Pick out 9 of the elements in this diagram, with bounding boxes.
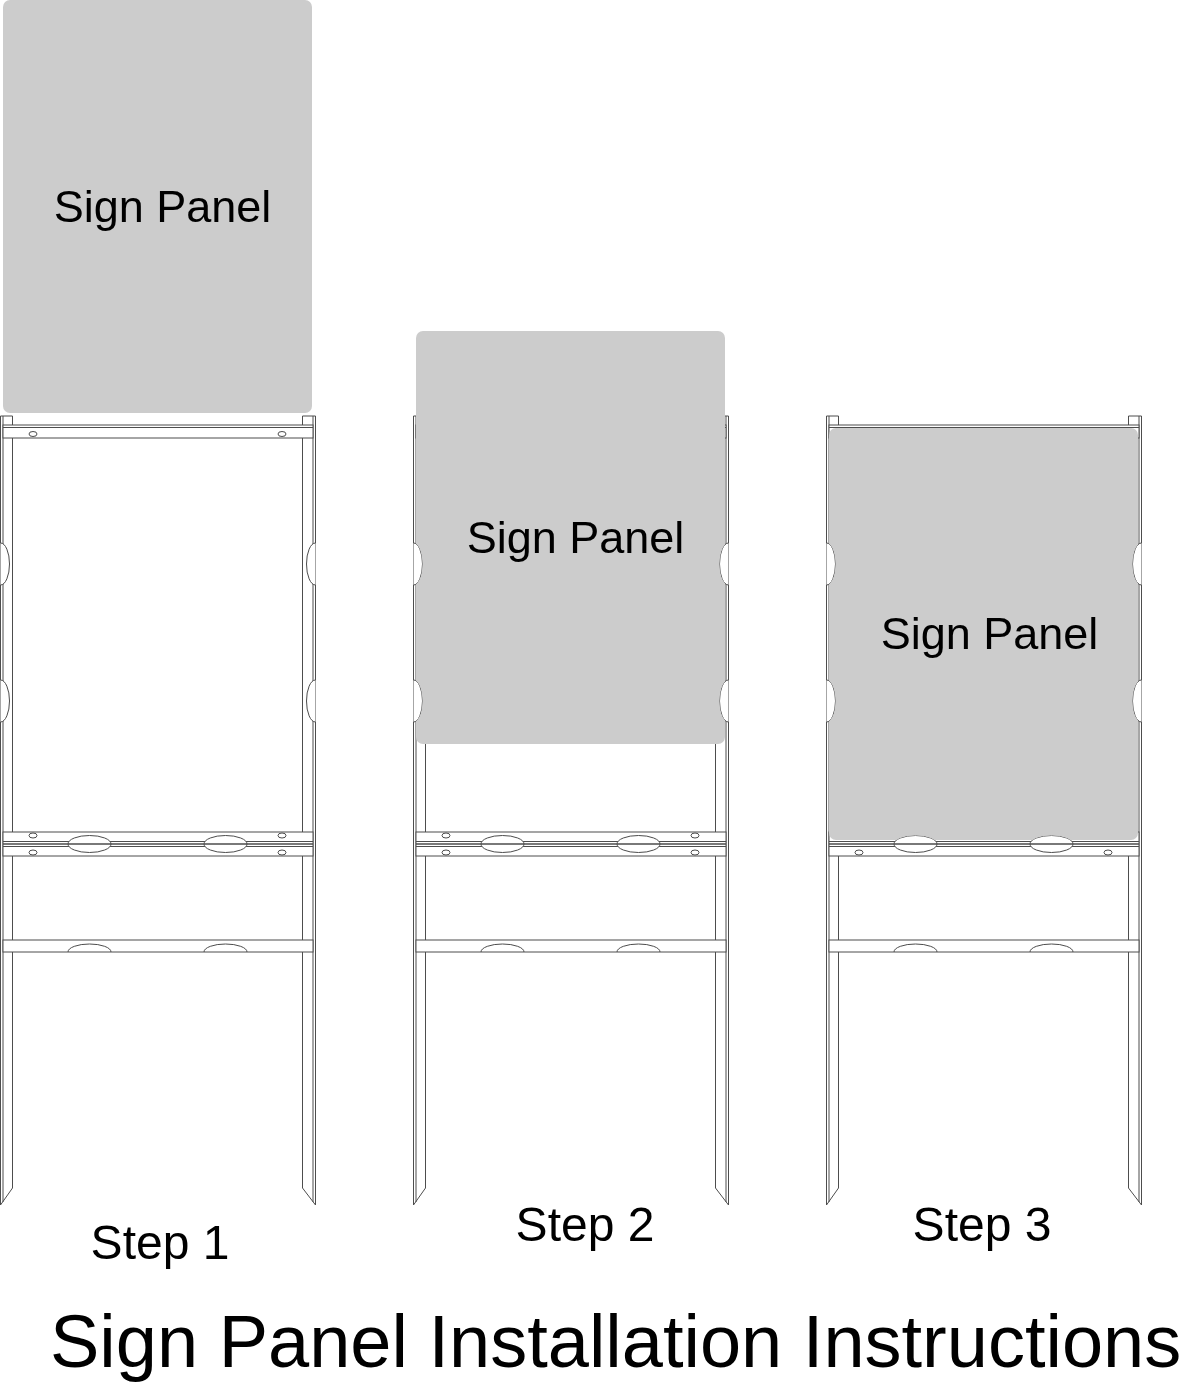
sign-panel — [829, 428, 1138, 840]
panel-label: Sign Panel — [466, 512, 685, 563]
panel-label: Sign Panel — [53, 181, 272, 232]
step-label: Step 1 — [90, 1219, 230, 1267]
sign-panel — [3, 0, 312, 413]
panel-label: Sign Panel — [880, 609, 1099, 659]
sign-panel — [416, 331, 725, 744]
step-label: Step 2 — [515, 1201, 655, 1249]
step-label: Step 3 — [912, 1201, 1052, 1249]
